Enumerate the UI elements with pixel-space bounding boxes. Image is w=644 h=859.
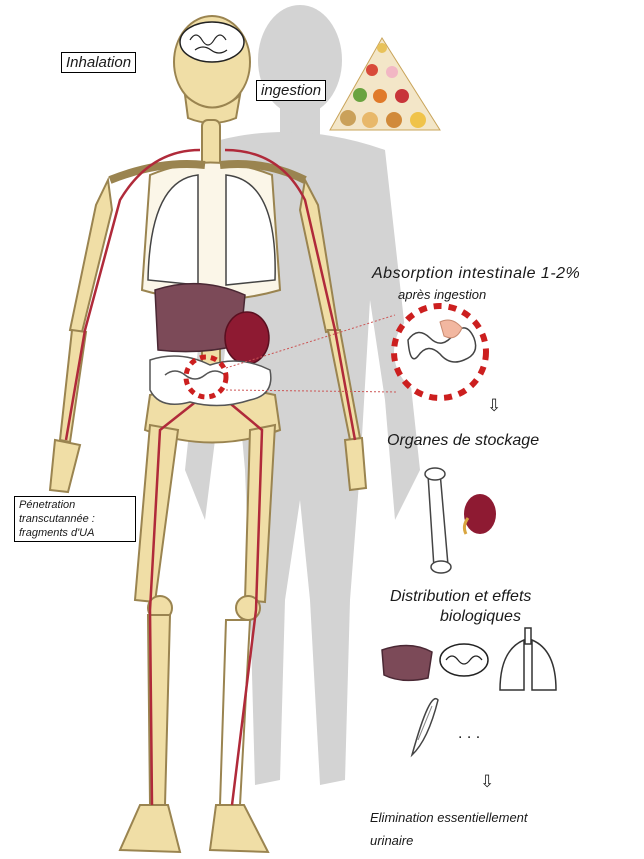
kidney-icon (225, 312, 269, 364)
liver-icon (382, 645, 432, 680)
brain-icon (180, 22, 244, 62)
distribution-label-line1: Distribution et effets (390, 588, 531, 606)
bone-icon (425, 468, 451, 573)
absorption-title: Absorption intestinale 1-2% (372, 265, 580, 283)
absorption-subtitle: après ingestion (398, 287, 486, 302)
skin-penetration-label: Pénetration transcutannée : fragments d'… (14, 496, 136, 542)
inhalation-label: Inhalation (61, 52, 136, 73)
ellipsis: . . . (458, 725, 480, 743)
storage-label: Organes de stockage (387, 432, 539, 450)
lungs-icon (500, 628, 556, 690)
food-pyramid-icon (330, 38, 440, 130)
skin-penetration-line1: Pénetration (19, 498, 131, 512)
muscle-icon (412, 699, 438, 755)
elimination-label-line1: Elimination essentiellement (370, 810, 528, 825)
elimination-label-line2: urinaire (370, 833, 413, 848)
brain-icon (440, 644, 488, 676)
down-arrow-icon: ⇩ (487, 397, 501, 414)
distribution-label-line2: biologiques (440, 608, 521, 626)
skin-penetration-line3: fragments d'UA (19, 526, 131, 540)
intestine-zoom (394, 306, 486, 398)
skin-penetration-line2: transcutannée : (19, 512, 131, 526)
kidney-icon (464, 494, 496, 534)
down-arrow-icon: ⇩ (480, 773, 494, 790)
ingestion-label: ingestion (256, 80, 326, 101)
